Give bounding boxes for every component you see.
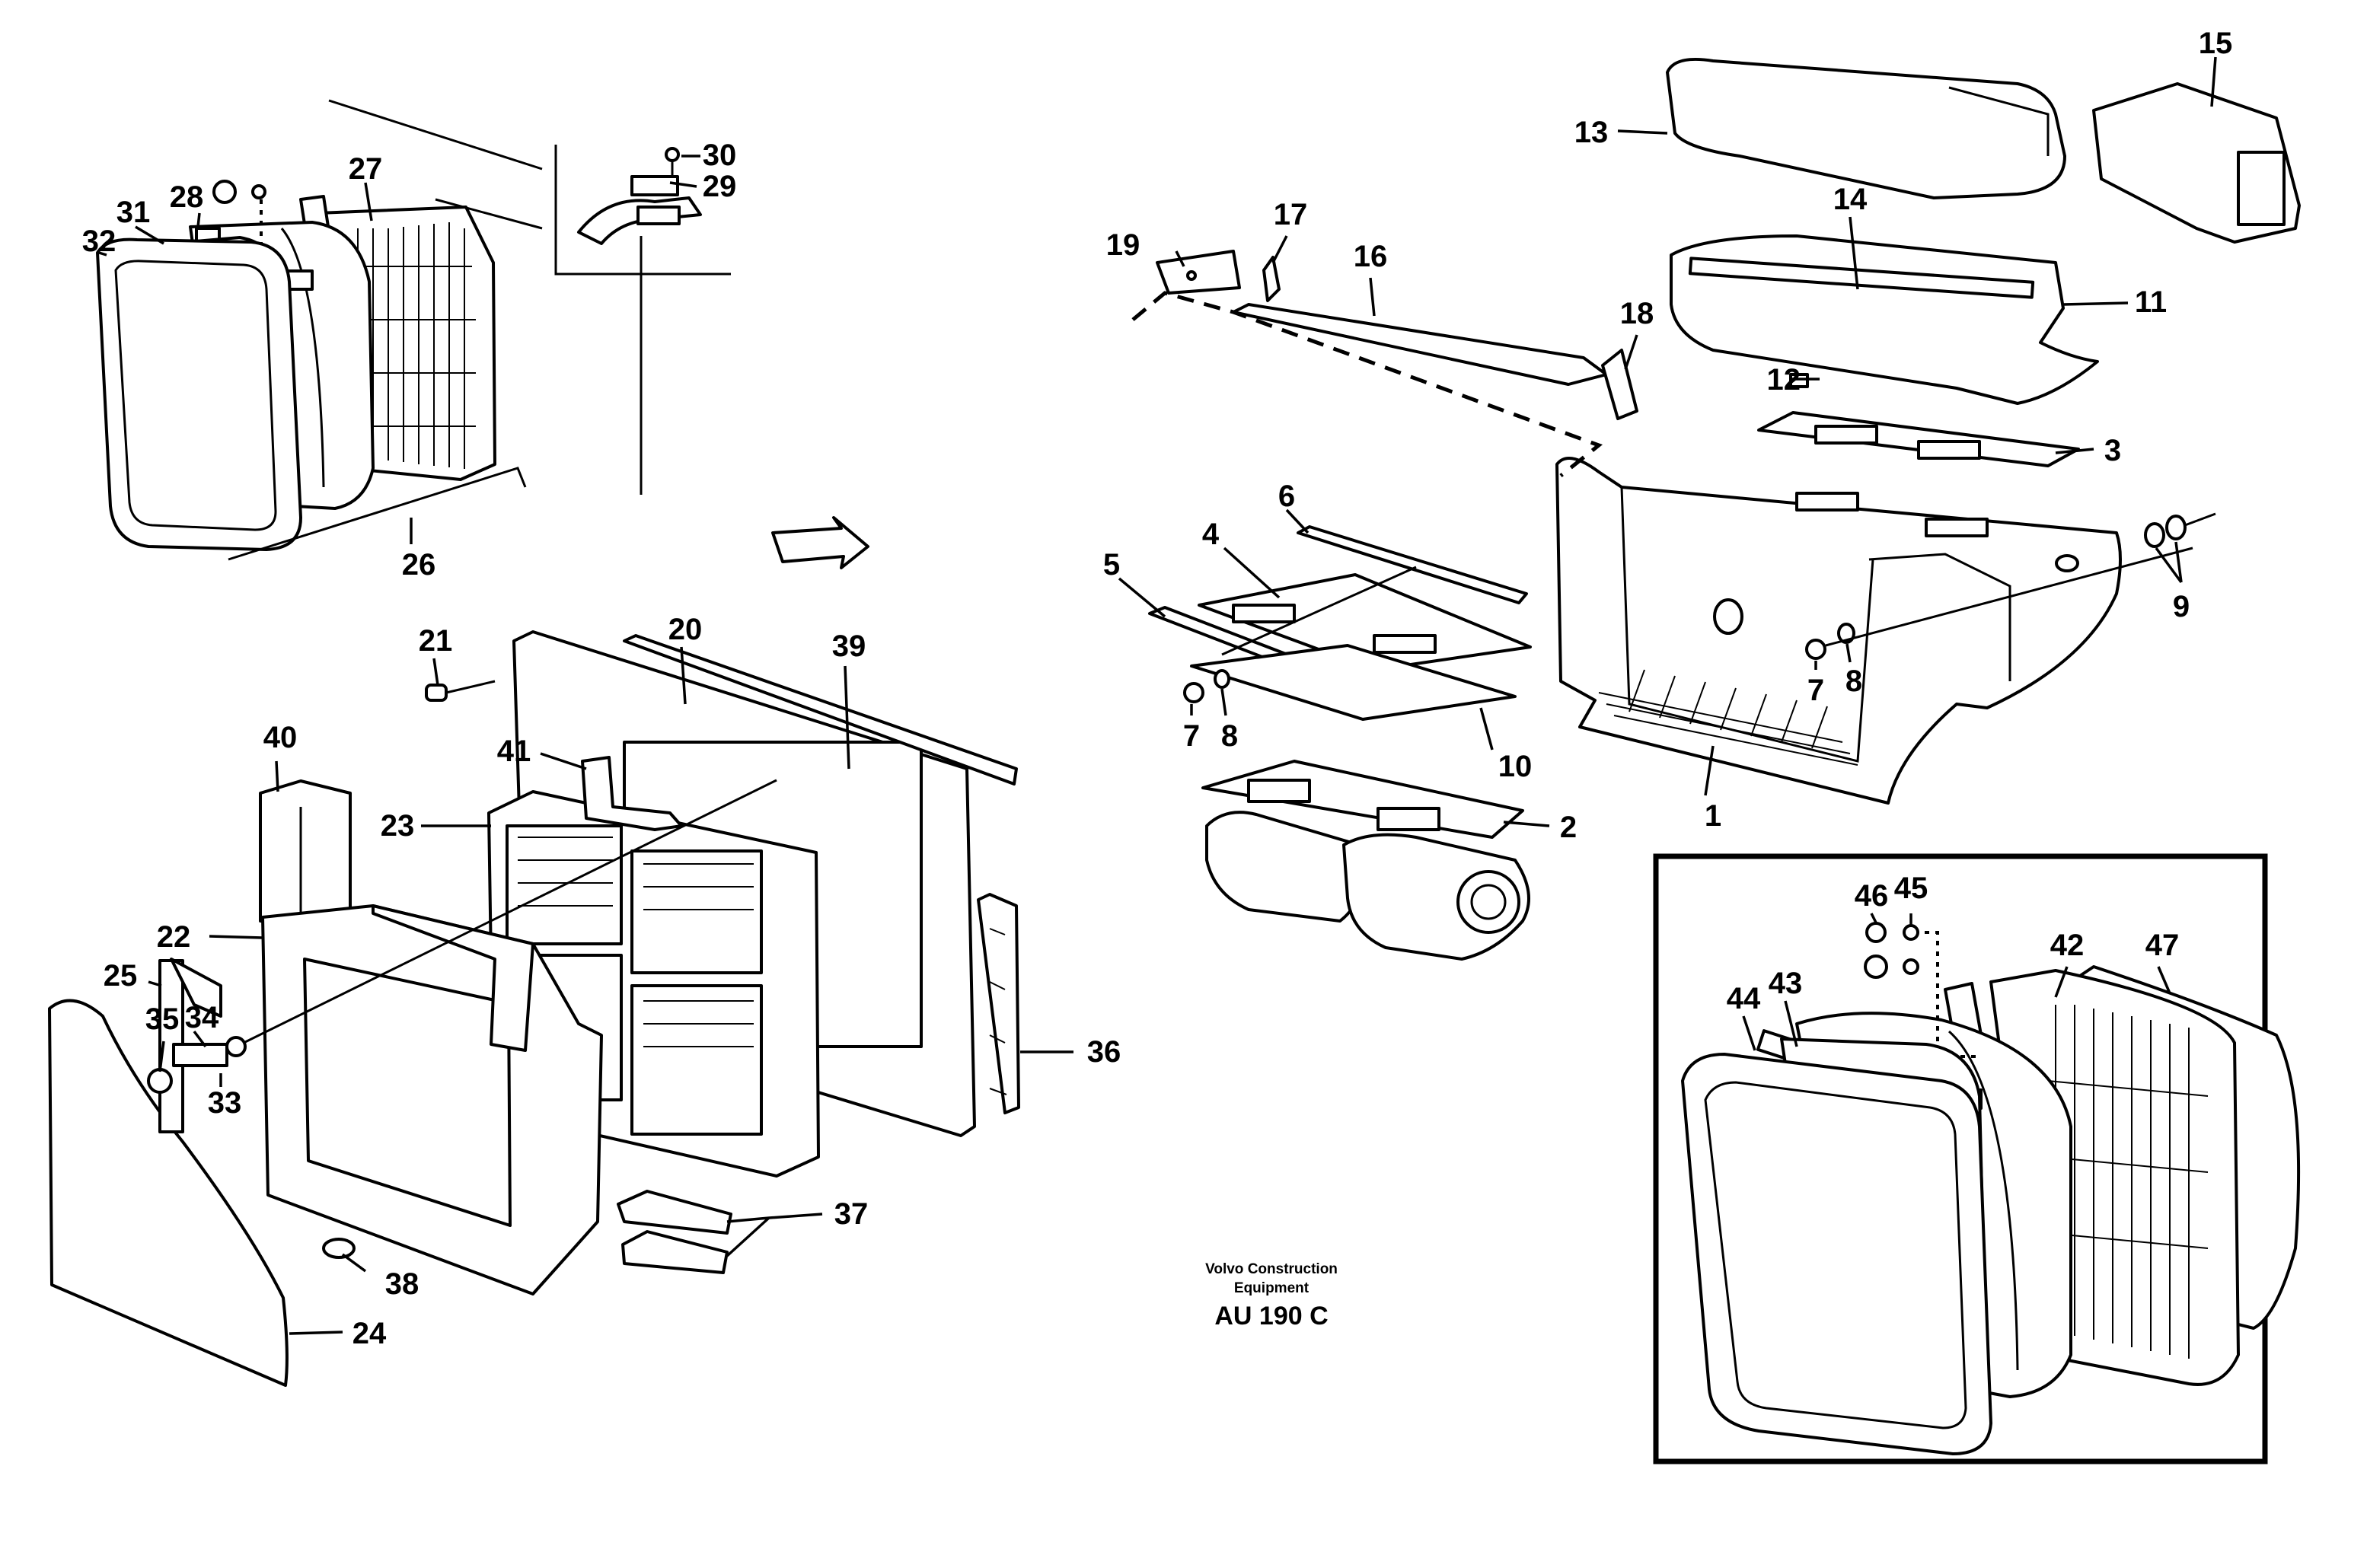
callout-8-right: 8 bbox=[1845, 664, 1862, 698]
callout-12: 12 bbox=[1767, 363, 1801, 397]
callout-28: 28 bbox=[170, 180, 204, 214]
heater-casing-assembly bbox=[48, 630, 1020, 1387]
caption-code: AU 190 C bbox=[1214, 1302, 1328, 1331]
callout-numbers: 1 2 3 4 5 6 7 7 8 8 9 10 11 12 13 14 15 … bbox=[82, 27, 2233, 1350]
callout-7-right: 7 bbox=[1807, 674, 1824, 707]
callout-42: 42 bbox=[2050, 929, 2085, 962]
callout-1: 1 bbox=[1705, 799, 1721, 833]
callout-34: 34 bbox=[185, 1001, 219, 1034]
direction-arrow bbox=[771, 516, 869, 569]
callout-27: 27 bbox=[349, 152, 383, 186]
callout-41: 41 bbox=[497, 735, 531, 768]
callout-24: 24 bbox=[352, 1317, 387, 1350]
callout-2: 2 bbox=[1560, 811, 1577, 844]
callout-10: 10 bbox=[1498, 750, 1533, 783]
callout-4: 4 bbox=[1202, 518, 1220, 551]
callout-40: 40 bbox=[263, 721, 298, 754]
callout-26: 26 bbox=[402, 548, 436, 582]
callout-3: 3 bbox=[2104, 434, 2121, 467]
callout-39: 39 bbox=[832, 629, 866, 663]
callout-46: 46 bbox=[1855, 879, 1889, 913]
callout-25: 25 bbox=[104, 959, 138, 993]
callout-17: 17 bbox=[1274, 198, 1308, 231]
callout-16: 16 bbox=[1354, 240, 1388, 273]
callout-18: 18 bbox=[1620, 297, 1654, 330]
callout-8-left: 8 bbox=[1221, 719, 1238, 753]
callout-6: 6 bbox=[1278, 480, 1295, 513]
filter-assembly-inset bbox=[1681, 922, 2301, 1455]
callout-36: 36 bbox=[1087, 1035, 1121, 1069]
callout-21: 21 bbox=[419, 624, 453, 658]
callout-15: 15 bbox=[2199, 27, 2233, 60]
duct-assembly bbox=[1131, 57, 2301, 961]
callout-23: 23 bbox=[381, 809, 415, 843]
callout-22: 22 bbox=[157, 920, 191, 954]
callout-33: 33 bbox=[208, 1086, 242, 1120]
callout-35: 35 bbox=[145, 1002, 180, 1036]
callout-20: 20 bbox=[668, 613, 703, 646]
callout-44: 44 bbox=[1727, 982, 1761, 1015]
callout-47: 47 bbox=[2145, 929, 2180, 962]
callout-19: 19 bbox=[1106, 228, 1140, 262]
callout-45: 45 bbox=[1894, 872, 1928, 905]
callout-38: 38 bbox=[385, 1267, 419, 1301]
callout-5: 5 bbox=[1103, 548, 1120, 582]
callout-7-left: 7 bbox=[1183, 719, 1200, 753]
caption: Volvo Construction Equipment AU 190 C bbox=[1205, 1261, 1338, 1331]
caption-company: Volvo Construction bbox=[1205, 1261, 1338, 1277]
callout-32: 32 bbox=[82, 225, 116, 258]
leader-lines bbox=[98, 56, 2217, 1335]
callout-43: 43 bbox=[1769, 967, 1803, 1000]
inset-frame bbox=[1653, 853, 2268, 1464]
callout-30: 30 bbox=[703, 139, 737, 172]
callout-11: 11 bbox=[2135, 285, 2167, 319]
callout-9: 9 bbox=[2173, 590, 2190, 623]
callout-13: 13 bbox=[1574, 116, 1609, 149]
callout-37: 37 bbox=[834, 1197, 869, 1231]
callout-14: 14 bbox=[1833, 183, 1868, 216]
filter-assembly-top-left bbox=[96, 99, 731, 561]
callout-31: 31 bbox=[116, 196, 151, 229]
caption-equipment: Equipment bbox=[1234, 1280, 1310, 1296]
callout-29: 29 bbox=[703, 170, 737, 203]
